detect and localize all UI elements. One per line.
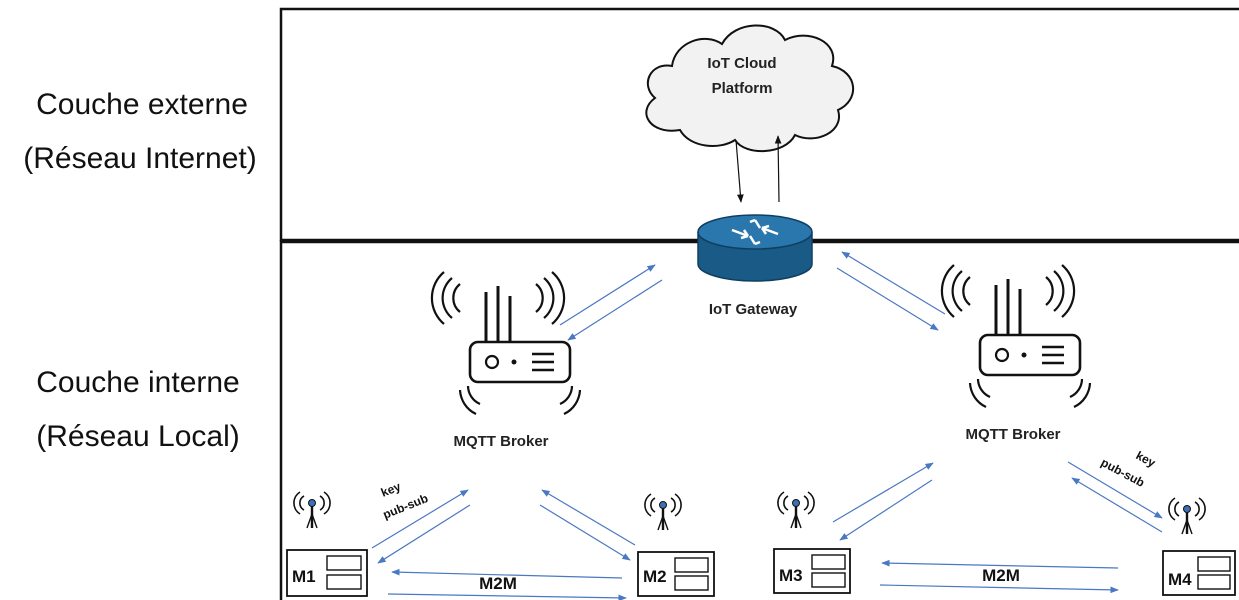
device-m3-label: M3	[779, 566, 803, 585]
device-m3	[773, 548, 851, 594]
broker-left-router-icon	[430, 270, 582, 416]
m1-antenna-icon	[292, 490, 332, 530]
external-layer-label-line2: (Réseau Internet)	[23, 142, 256, 175]
m2-antenna-icon	[643, 492, 683, 532]
key-label-left: key	[379, 479, 403, 500]
arrow-gateway-to-broker-right	[836, 267, 939, 331]
arrow-broker-right-to-gateway	[841, 251, 946, 315]
arrow-m3-to-broker-right	[832, 462, 934, 523]
arrow-m2-to-m1	[391, 568, 623, 579]
arrow-m4-to-broker-right	[1071, 477, 1163, 533]
arrow-m2-to-broker-left	[541, 489, 636, 546]
arrow-broker-right-to-m4	[1067, 461, 1163, 519]
gateway-label: IoT Gateway	[709, 301, 798, 318]
internal-layer-label-line1: Couche interne	[36, 366, 239, 399]
cloud-icon	[645, 24, 855, 152]
broker-right-label: MQTT Broker	[965, 426, 1060, 443]
internal-layer-label-line2: (Réseau Local)	[36, 420, 239, 453]
device-m4-label: M4	[1168, 570, 1192, 589]
cloud-label-line1: IoT Cloud	[707, 55, 776, 72]
arrow-m1-to-m2	[387, 593, 627, 600]
m3-antenna-icon	[776, 490, 816, 530]
broker-left-label: MQTT Broker	[453, 433, 548, 450]
broker-right-router-icon	[940, 263, 1092, 409]
gateway-router-icon	[697, 214, 813, 282]
device-m2-label: M2	[643, 567, 667, 586]
device-m4	[1162, 550, 1236, 596]
arrow-gateway-to-cloud	[774, 135, 782, 203]
arrow-broker-left-to-m1	[377, 504, 471, 564]
device-m1-label: M1	[292, 567, 316, 586]
key-label-right: key	[1134, 448, 1159, 470]
device-m1	[286, 549, 368, 597]
arrow-broker-left-to-m2	[539, 504, 631, 561]
device-m2	[637, 551, 715, 597]
m4-antenna-icon	[1167, 496, 1207, 536]
cloud-label-line2: Platform	[712, 80, 773, 97]
external-layer-label-line1: Couche externe	[36, 88, 248, 121]
arrow-m1-to-broker-left	[371, 489, 469, 549]
arrow-broker-left-to-gateway	[559, 264, 656, 326]
arrow-gateway-to-broker-left	[567, 279, 663, 341]
arrow-cloud-to-gateway	[735, 139, 744, 203]
arrow-broker-right-to-m3	[839, 479, 933, 541]
m2m-label-right: M2M	[982, 566, 1020, 585]
arrow-m3-to-m4	[879, 584, 1119, 594]
arrow-m4-to-m3	[881, 559, 1119, 569]
m2m-label-left: M2M	[479, 574, 517, 593]
